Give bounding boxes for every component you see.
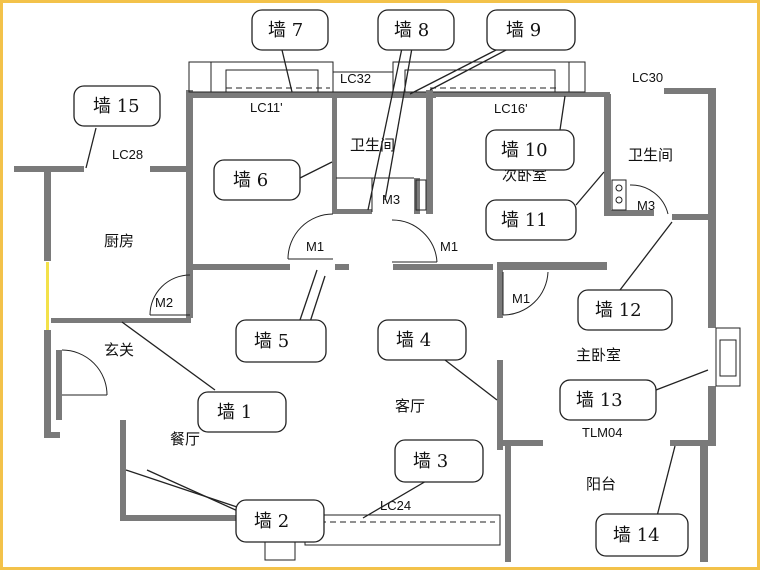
callout-wall-6: 墙 6: [213, 159, 301, 201]
label-lc30: LC30: [632, 70, 663, 85]
label-m3-a: M3: [382, 192, 400, 207]
room-dining: 餐厅: [170, 430, 200, 448]
label-lc16: LC16': [494, 101, 528, 116]
svg-text:墙 9: 墙 9: [506, 20, 541, 41]
svg-text:墙 14: 墙 14: [613, 525, 660, 546]
label-lc28: LC28: [112, 147, 143, 162]
room-master-bedroom: 主卧室: [576, 346, 621, 364]
label-lc11: LC11': [250, 100, 283, 115]
svg-text:墙 6: 墙 6: [233, 170, 268, 191]
svg-text:墙 8: 墙 8: [394, 20, 429, 41]
callout-wall-7: 墙 7: [251, 9, 329, 51]
opening-labels: LC28 LC11' LC32 LC16' LC30 M3 M3 M2 M1 M…: [112, 70, 663, 513]
callout-wall-4: 墙 4: [377, 319, 467, 361]
callout-wall-1: 墙 1: [197, 391, 287, 433]
room-living: 客厅: [395, 397, 425, 415]
callout-wall-13: 墙 13: [559, 379, 657, 421]
label-m1-c: M1: [512, 291, 530, 306]
svg-text:墙 4: 墙 4: [396, 330, 431, 351]
callout-leaders: [85, 47, 709, 521]
room-bath-1: 卫生间: [350, 136, 395, 154]
room-bath-2: 卫生间: [628, 146, 673, 164]
callout-wall-10: 墙 10: [485, 129, 575, 171]
callout-wall-2: 墙 2: [235, 499, 325, 543]
callout-wall-12: 墙 12: [577, 289, 673, 331]
callout-wall-11: 墙 11: [485, 199, 577, 241]
label-lc24: LC24: [380, 498, 411, 513]
callout-wall-15: 墙 15: [73, 85, 161, 127]
svg-text:墙 12: 墙 12: [595, 300, 642, 321]
room-balcony: 阳台: [586, 475, 616, 493]
svg-text:墙 1: 墙 1: [217, 402, 252, 423]
callout-wall-8: 墙 8: [377, 9, 455, 51]
callout-wall-5: 墙 5: [235, 319, 327, 363]
label-m2: M2: [155, 295, 173, 310]
svg-text:墙 2: 墙 2: [254, 511, 289, 532]
label-lc32: LC32: [340, 71, 371, 86]
svg-text:墙 7: 墙 7: [268, 20, 303, 41]
door-swings: [61, 178, 669, 396]
svg-text:墙 5: 墙 5: [254, 331, 289, 352]
room-foyer: 玄关: [104, 341, 134, 359]
callout-wall-14: 墙 14: [595, 513, 689, 557]
label-m1-b: M1: [440, 239, 458, 254]
callout-wall-9: 墙 9: [486, 9, 576, 51]
label-m1-a: M1: [306, 239, 324, 254]
svg-text:墙 15: 墙 15: [93, 96, 140, 117]
svg-text:墙 3: 墙 3: [413, 451, 448, 472]
label-tlm04: TLM04: [582, 425, 622, 440]
wall-structure: [14, 61, 741, 562]
room-kitchen: 厨房: [104, 232, 134, 250]
label-m3-b: M3: [637, 198, 655, 213]
svg-text:墙 13: 墙 13: [576, 390, 623, 411]
svg-text:墙 10: 墙 10: [501, 140, 548, 161]
svg-text:墙 11: 墙 11: [501, 210, 548, 231]
callout-wall-3: 墙 3: [394, 439, 484, 483]
